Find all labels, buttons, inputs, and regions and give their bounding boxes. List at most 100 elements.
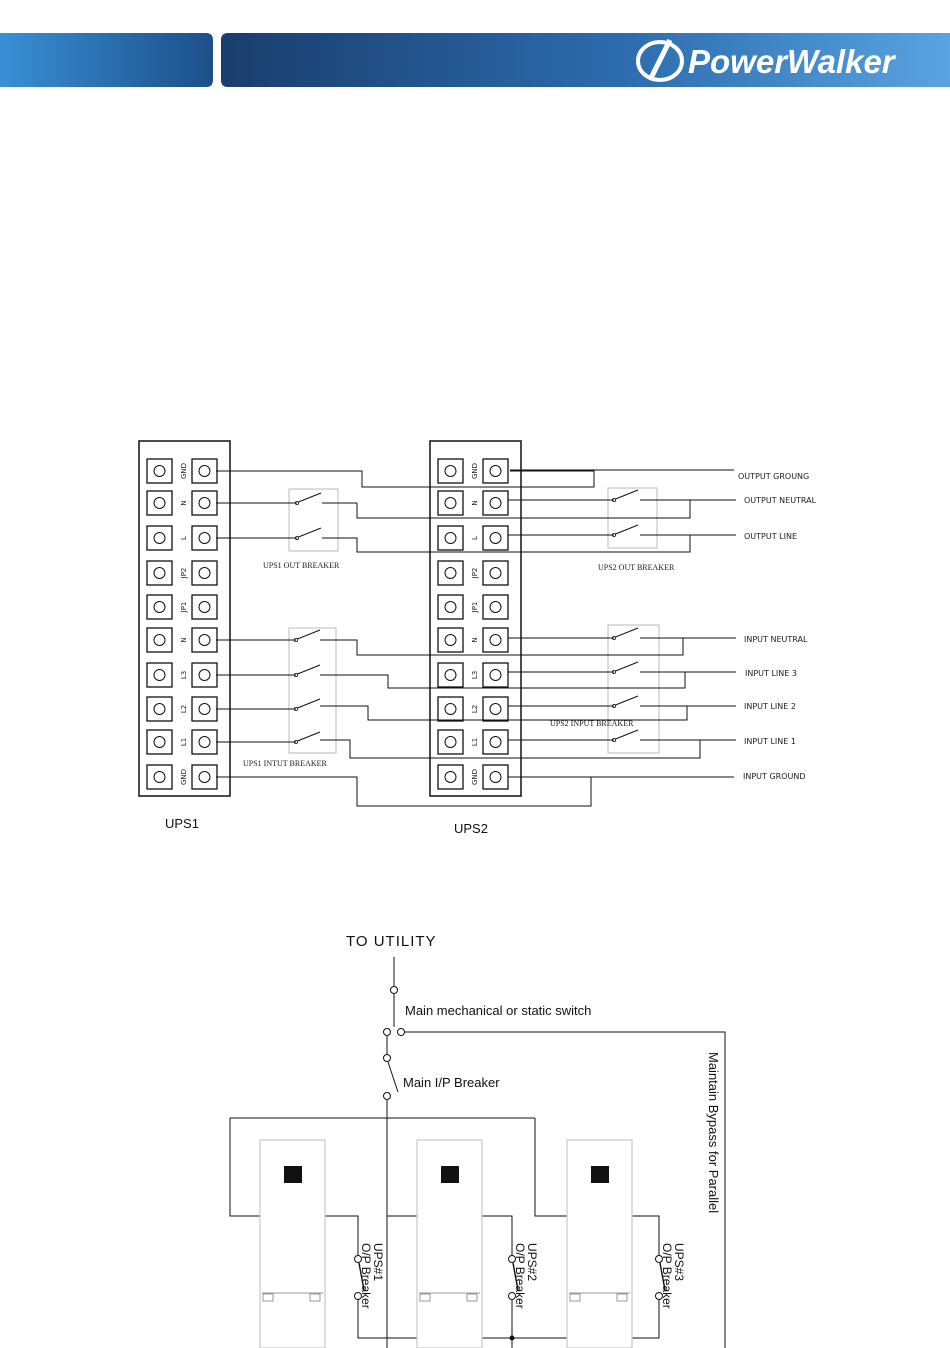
- terminal-screw-icon: [489, 669, 502, 681]
- breaker-switch-icon: [612, 524, 639, 538]
- terminal-row: L1: [437, 729, 509, 755]
- terminal-box-left: [146, 490, 173, 516]
- terminal-row: GND: [437, 458, 509, 484]
- terminal-screw-icon: [489, 465, 502, 477]
- terminal-box-left: [146, 594, 173, 620]
- op-breaker-icon: [655, 1255, 666, 1300]
- terminal-label: JP2: [180, 568, 188, 580]
- terminal-screw-icon: [153, 771, 166, 783]
- terminal-box-right: [482, 525, 509, 551]
- terminal-box-left: [146, 764, 173, 790]
- ups2-label: UPS2: [454, 821, 488, 836]
- page-header: PowerWalker: [0, 33, 950, 87]
- terminal-screw-icon: [444, 497, 457, 509]
- op-breaker-label: O/P Breaker: [513, 1243, 527, 1309]
- terminal-box-right: [191, 525, 218, 551]
- caster-icon: [616, 1293, 628, 1302]
- terminal-row: GND: [146, 764, 218, 790]
- terminal-box-right: [191, 764, 218, 790]
- terminal-screw-icon: [153, 736, 166, 748]
- terminal-box-right: [482, 729, 509, 755]
- terminal-row: L2: [146, 696, 218, 722]
- terminal-box-left: [437, 627, 464, 653]
- terminal-screw-icon: [489, 532, 502, 544]
- terminal-screw-icon: [198, 601, 211, 613]
- terminal-screw-icon: [198, 567, 211, 579]
- terminal-screw-icon: [489, 703, 502, 715]
- terminal-screw-icon: [198, 465, 211, 477]
- terminal-box-right: [191, 490, 218, 516]
- terminal-box-right: [482, 764, 509, 790]
- breaker-switch-icon: [293, 731, 321, 745]
- header-left-bar: [0, 33, 213, 87]
- terminal-box-left: [437, 662, 464, 688]
- terminal-screw-icon: [444, 567, 457, 579]
- terminal-label: JP1: [471, 602, 479, 614]
- ups1-out-breaker-label: UPS1 OUT BREAKER: [263, 561, 340, 570]
- terminal-screw-icon: [198, 771, 211, 783]
- terminal-row: N: [437, 627, 509, 653]
- terminal-box-right: [191, 662, 218, 688]
- terminal-screw-icon: [153, 634, 166, 646]
- terminal-screw-icon: [444, 669, 457, 681]
- label-input-line-3: INPUT LINE 3: [745, 669, 797, 678]
- breaker-switch-icon: [612, 627, 639, 641]
- terminal-screw-icon: [198, 497, 211, 509]
- terminal-row: L1: [146, 729, 218, 755]
- breaker-switch-icon: [294, 492, 322, 505]
- op-breaker-label: O/P Breaker: [660, 1243, 674, 1309]
- label-output-neutral: OUTPUT NEUTRAL: [744, 496, 817, 505]
- right-side-labels: OUTPUT GROUNG OUTPUT NEUTRAL OUTPUT LINE…: [738, 472, 817, 781]
- terminal-box-right: [482, 458, 509, 484]
- terminal-row: JP2: [437, 560, 509, 586]
- terminal-box-right: [482, 490, 509, 516]
- terminal-label: JP2: [471, 568, 479, 580]
- terminal-box-right: [482, 594, 509, 620]
- ups2-input-breaker-box: [607, 624, 660, 754]
- ups1-label: UPS1: [165, 816, 199, 831]
- terminal-screw-icon: [444, 532, 457, 544]
- op-breaker-icon: [508, 1255, 519, 1300]
- op-breaker-label: O/P Breaker: [359, 1243, 373, 1309]
- terminal-screw-icon: [444, 771, 457, 783]
- terminal-screw-icon: [444, 736, 457, 748]
- caster-icon: [262, 1293, 274, 1302]
- terminal-screw-icon: [153, 465, 166, 477]
- terminal-screw-icon: [153, 669, 166, 681]
- header-right-bar: [221, 33, 950, 87]
- terminal-box-left: [437, 696, 464, 722]
- terminal-box-left: [437, 458, 464, 484]
- breaker-switch-icon: [612, 489, 639, 502]
- terminal-screw-icon: [489, 567, 502, 579]
- terminal-row: GND: [437, 764, 509, 790]
- parallel-bypass-diagram: TO UTILITY Main mechanical or static swi…: [229, 933, 726, 1348]
- breaker-switch-icon: [293, 698, 321, 712]
- terminal-row: L2: [437, 696, 509, 722]
- terminal-box-left: [146, 525, 173, 551]
- terminal-box-right: [191, 594, 218, 620]
- terminal-screw-icon: [198, 736, 211, 748]
- caster-icon: [419, 1293, 431, 1302]
- terminal-label: N: [471, 637, 479, 642]
- ups1-input-breaker-label: UPS1 INTUT BREAKER: [243, 759, 328, 768]
- breaker-switch-icon: [294, 527, 322, 541]
- terminal-screw-icon: [153, 497, 166, 509]
- ups-name-label: UPS#3: [672, 1243, 686, 1281]
- breaker-switches: [293, 489, 639, 745]
- terminal-label: L1: [471, 738, 479, 746]
- ups-display-icon: [591, 1166, 609, 1183]
- terminal-screw-icon: [198, 634, 211, 646]
- op-breaker-icon: [354, 1255, 365, 1300]
- terminal-screw-icon: [444, 634, 457, 646]
- terminal-screw-icon: [198, 669, 211, 681]
- terminal-label: L: [180, 536, 188, 540]
- ups-display-icon: [284, 1166, 302, 1183]
- terminal-row: N: [146, 627, 218, 653]
- ups-name-label: UPS#1: [371, 1243, 385, 1281]
- terminal-box-left: [437, 560, 464, 586]
- label-output-ground: OUTPUT GROUNG: [738, 472, 809, 481]
